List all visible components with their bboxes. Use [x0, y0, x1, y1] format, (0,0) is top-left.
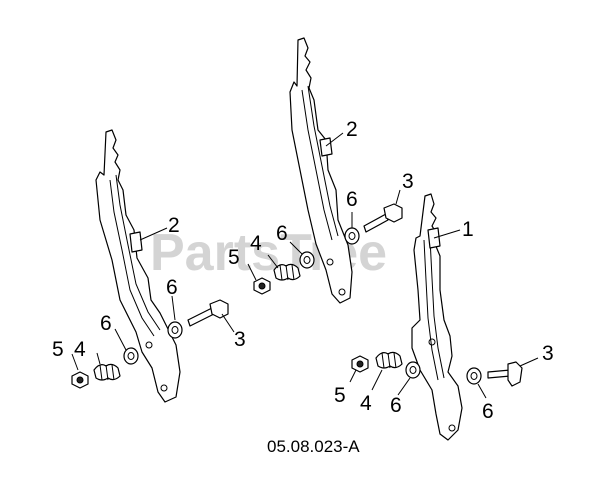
- left-washer-lower: [123, 347, 139, 365]
- callout-5-left: 5: [52, 338, 64, 361]
- right-washer-lower: [405, 361, 421, 379]
- left-shoulder-bolt: [187, 299, 229, 327]
- middle-shoulder-bolt: [363, 203, 403, 233]
- right-hex-nut: [351, 355, 369, 373]
- callout-4-middle: 4: [250, 232, 262, 255]
- left-hex-nut: [71, 371, 89, 389]
- callout-5-right: 5: [334, 384, 346, 407]
- callout-2-left: 2: [168, 214, 180, 237]
- callout-5-middle: 5: [228, 246, 240, 269]
- callout-6-right-upper: 6: [482, 400, 494, 423]
- callout-6-middle-lower: 6: [276, 222, 288, 245]
- callout-6-middle-upper: 6: [346, 188, 358, 211]
- callout-6-left-lower: 6: [100, 312, 112, 335]
- callout-3-middle: 3: [402, 170, 414, 193]
- diagram-code: 05.08.023-A: [267, 437, 360, 456]
- middle-washer-upper: [344, 227, 360, 245]
- right-shoulder-bolt: [487, 361, 523, 387]
- callout-4-right: 4: [360, 392, 372, 415]
- callout-labels: 2 6 3 5 4 6 2 6 3 5 4 6 1 3 5 4 6 6: [52, 118, 554, 423]
- callout-4-left: 4: [74, 338, 86, 361]
- right-spring: [375, 351, 403, 369]
- middle-spring: [273, 263, 301, 281]
- callout-2-middle: 2: [346, 118, 358, 141]
- middle-bracket: [289, 37, 353, 304]
- left-bracket-assembly: [71, 129, 229, 403]
- callout-6-left-upper: 6: [166, 276, 178, 299]
- left-washer-upper: [167, 321, 183, 339]
- middle-bracket-assembly: [253, 37, 403, 304]
- middle-hex-nut: [253, 277, 271, 295]
- callout-3-left: 3: [234, 328, 246, 351]
- callout-3-right: 3: [542, 342, 554, 365]
- middle-washer-lower: [299, 251, 315, 269]
- callout-6-right-lower: 6: [390, 394, 402, 417]
- right-bracket-assembly: [351, 193, 523, 441]
- right-washer-upper: [466, 367, 482, 385]
- left-spring: [93, 363, 121, 381]
- right-bracket: [411, 193, 463, 441]
- callout-1-right: 1: [462, 218, 474, 241]
- leader-lines: [71, 132, 539, 399]
